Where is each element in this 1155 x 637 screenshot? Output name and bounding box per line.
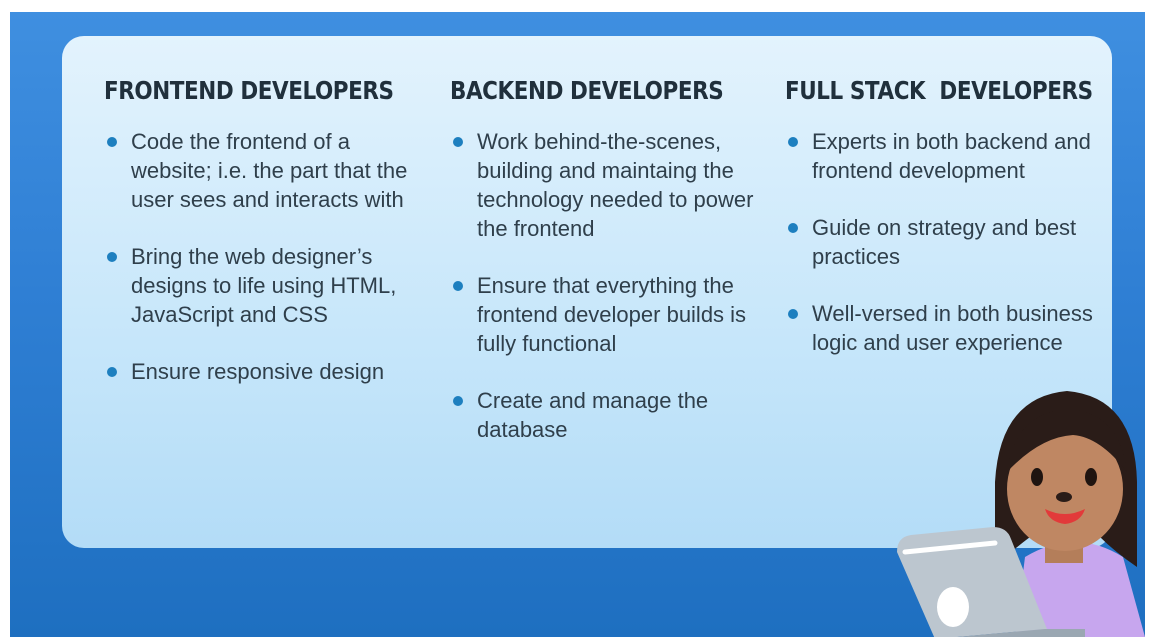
laptop-shape [897,527,1047,637]
bullet-icon [453,281,463,291]
frontend-heading: FRONTEND DEVELOPERS [104,76,394,105]
list-item-text: Code the frontend of a website; i.e. the… [131,129,408,212]
list-item: Create and manage the database [450,386,770,444]
list-item: Well-versed in both business logic and u… [785,299,1105,357]
laptop-highlight [902,540,998,555]
bullet-icon [788,137,798,147]
nose-shape [1056,492,1072,502]
list-item-text: Ensure responsive design [131,359,385,384]
list-item: Work behind-the-scenes, building and mai… [450,127,770,243]
list-item-text: Well-versed in both business logic and u… [812,301,1093,355]
backend-list: Work behind-the-scenes, building and mai… [450,127,770,444]
bullet-icon [107,367,117,377]
list-item-text: Guide on strategy and best practices [812,215,1077,269]
list-item: Code the frontend of a website; i.e. the… [104,127,424,214]
right-eye [1085,468,1097,486]
bullet-icon [107,252,117,262]
slide-background: FRONTEND DEVELOPERS Code the frontend of… [10,12,1145,637]
laptop-base [957,629,1085,637]
fullstack-list: Experts in both backend and frontend dev… [785,127,1105,357]
fullstack-column: FULL STACK DEVELOPERS Experts in both ba… [785,76,1105,385]
list-item-text: Experts in both backend and frontend dev… [812,129,1091,183]
list-item: Ensure that everything the frontend deve… [450,271,770,358]
list-item: Ensure responsive design [104,357,424,386]
fullstack-heading: FULL STACK DEVELOPERS [785,76,1093,105]
frontend-column: FRONTEND DEVELOPERS Code the frontend of… [104,76,424,414]
left-eye [1031,468,1043,486]
bullet-icon [107,137,117,147]
bullet-icon [453,396,463,406]
bullet-icon [453,137,463,147]
list-item-text: Bring the web designer’s designs to life… [131,244,397,327]
list-item-text: Create and manage the database [477,388,709,442]
frontend-list: Code the frontend of a website; i.e. the… [104,127,424,386]
info-card: FRONTEND DEVELOPERS Code the frontend of… [62,36,1112,548]
bullet-icon [788,309,798,319]
list-item-text: Work behind-the-scenes, building and mai… [477,129,754,241]
face-shape [1007,427,1123,551]
backend-column: BACKEND DEVELOPERS Work behind-the-scene… [450,76,770,472]
backend-heading: BACKEND DEVELOPERS [450,76,724,105]
list-item: Guide on strategy and best practices [785,213,1105,271]
bangs-shape [1007,409,1127,472]
list-item: Experts in both backend and frontend dev… [785,127,1105,185]
shirt-shape [1015,542,1145,637]
list-item: Bring the web designer’s designs to life… [104,242,424,329]
laptop-logo [937,587,969,627]
woman-with-laptop-illustration [897,391,1145,637]
bullet-icon [788,223,798,233]
list-item-text: Ensure that everything the frontend deve… [477,273,747,356]
mouth-shape [1045,509,1085,524]
